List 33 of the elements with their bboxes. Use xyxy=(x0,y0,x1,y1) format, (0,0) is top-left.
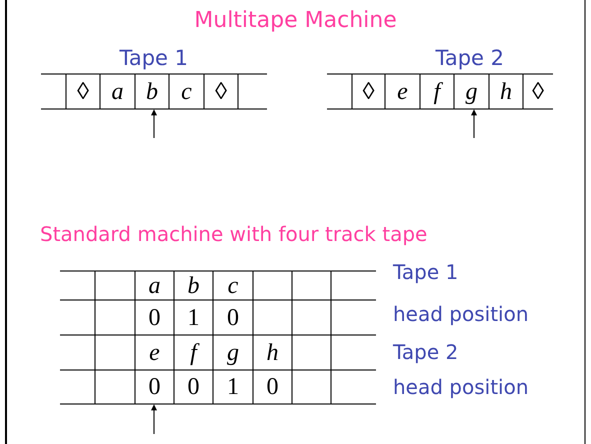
tape-symbol: 0 xyxy=(148,373,162,402)
tape-symbol: 1 xyxy=(186,304,200,332)
track-label: head position xyxy=(393,377,529,397)
track-label: head position xyxy=(393,304,529,324)
tape-symbol: 0 xyxy=(186,373,200,402)
tape-symbol: h xyxy=(499,78,513,106)
title: Multitape Machine xyxy=(193,10,398,32)
tape-symbol: ◊ xyxy=(362,78,376,106)
tape-symbol: ◊ xyxy=(214,78,228,106)
track-label: Tape 2 xyxy=(393,342,458,362)
tape-symbol: g xyxy=(464,78,478,106)
tape-symbol: ◊ xyxy=(531,78,545,106)
tape-symbol: e xyxy=(148,338,161,368)
track-label: Tape 1 xyxy=(393,262,458,282)
tape-symbol: f xyxy=(421,75,453,108)
tape-symbol: 0 xyxy=(226,304,240,332)
tape-symbol: ◊ xyxy=(76,78,90,106)
tape-label: Tape 2 xyxy=(436,48,504,69)
tape-symbol: c xyxy=(226,272,240,299)
tape-symbol: 1 xyxy=(226,373,240,402)
tape-symbol: h xyxy=(266,338,280,368)
tape-symbol: b xyxy=(145,78,159,106)
tape-symbol: 0 xyxy=(266,373,280,402)
tape-symbol: f xyxy=(175,336,212,369)
tape-symbol: c xyxy=(180,78,193,106)
tape-symbol: e xyxy=(396,78,409,106)
section-heading: Standard machine with four track tape xyxy=(40,224,428,244)
tape-symbol: 0 xyxy=(148,304,162,332)
tape-symbol: a xyxy=(110,78,124,106)
tape-symbol: g xyxy=(226,338,240,368)
tape-symbol: a xyxy=(148,272,162,299)
tape-symbol: b xyxy=(186,272,200,299)
tape-label: Tape 1 xyxy=(120,48,188,69)
